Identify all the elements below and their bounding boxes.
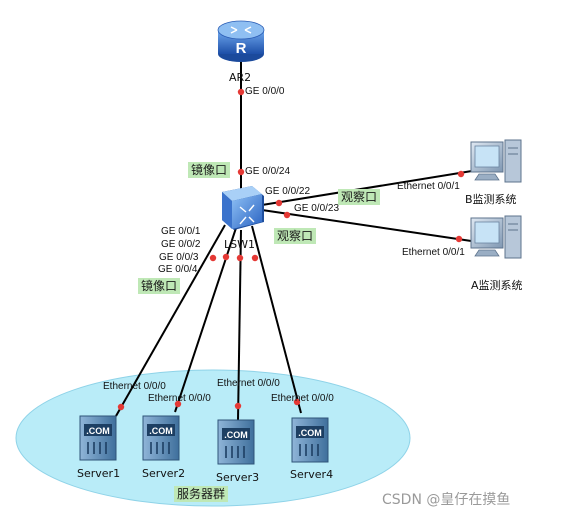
server3-icon[interactable]: .COM: [217, 419, 255, 465]
link-switch-server3: [237, 229, 242, 421]
server4-badge: .COM: [298, 428, 322, 438]
mirror-port-tag-top: 镜像口: [188, 162, 231, 178]
server3-name: Server3: [216, 471, 260, 484]
link-switch-a-monitor: [261, 209, 479, 243]
link-switch-server4: [251, 225, 302, 414]
observe-port-tag-b: 观察口: [338, 189, 381, 205]
b-monitor-pc-icon[interactable]: [470, 139, 522, 183]
server1-badge: .COM: [86, 426, 110, 436]
port-dot-switch-3: [236, 254, 244, 262]
link-switch-server1: [115, 224, 226, 417]
server2-badge: .COM: [149, 426, 173, 436]
port-dot-server2: [174, 400, 182, 408]
server2-icon[interactable]: .COM: [142, 415, 180, 461]
router-port-label: GE 0/0/0: [245, 86, 285, 97]
switch-port-1-label: GE 0/0/1: [161, 226, 201, 237]
b-monitor-name: B监测系统: [465, 193, 517, 206]
svg-text:R: R: [236, 40, 247, 57]
switch-uplink-port-label: GE 0/0/24: [245, 166, 291, 177]
switch-port-4-label: GE 0/0/4: [158, 264, 198, 275]
server1-name: Server1: [77, 467, 121, 480]
server3-badge: .COM: [224, 430, 248, 440]
port-dot-b-monitor: [457, 170, 465, 178]
port-dot-server1: [117, 403, 125, 411]
port-dots: [117, 88, 465, 411]
server4-port-label: Ethernet 0/0/0: [271, 393, 334, 404]
b-monitor-port-label: Ethernet 0/0/1: [397, 181, 460, 192]
observe-port-tag-a: 观察口: [274, 228, 317, 244]
server1-icon[interactable]: .COM: [79, 415, 117, 461]
port-dot-switch-1: [209, 254, 217, 262]
port-dot-server4: [293, 398, 301, 406]
server3-port-label: Ethernet 0/0/0: [217, 378, 280, 389]
server4-name: Server4: [290, 468, 334, 481]
router-icon[interactable]: R: [217, 20, 265, 62]
port-dot-a-monitor: [455, 235, 463, 243]
switch-port-23-label: GE 0/0/23: [294, 203, 340, 214]
port-dot-switch-22: [275, 199, 283, 207]
server2-port-label: Ethernet 0/0/0: [148, 393, 211, 404]
server2-name: Server2: [142, 467, 186, 480]
switch-name: LSW1: [224, 238, 255, 251]
watermark: CSDN @皇仔在摸鱼: [382, 492, 511, 508]
switch-port-2-label: GE 0/0/2: [161, 239, 201, 250]
mirror-port-tag-bottom: 镜像口: [138, 278, 181, 294]
a-monitor-port-label: Ethernet 0/0/1: [402, 247, 465, 258]
links: [115, 62, 479, 421]
a-monitor-name: A监测系统: [471, 279, 523, 292]
port-dot-switch-2: [222, 253, 230, 261]
switch-port-22-label: GE 0/0/22: [265, 186, 311, 197]
port-dot-router: [237, 88, 245, 96]
a-monitor-pc-icon[interactable]: [470, 215, 522, 259]
port-dot-switch-23: [283, 211, 291, 219]
server-group-tag: 服务器群: [174, 486, 229, 502]
switch-icon[interactable]: [222, 186, 264, 230]
router-name: AR2: [229, 71, 252, 84]
server-group-cloud: [15, 369, 411, 507]
switch-port-3-label: GE 0/0/3: [159, 252, 199, 263]
server4-icon[interactable]: .COM: [291, 417, 329, 463]
link-switch-b-monitor: [261, 169, 479, 206]
server1-port-label: Ethernet 0/0/0: [103, 381, 166, 392]
port-dot-server3: [234, 402, 242, 410]
port-dot-switch-4: [251, 254, 259, 262]
port-dot-switch-up: [237, 168, 245, 176]
